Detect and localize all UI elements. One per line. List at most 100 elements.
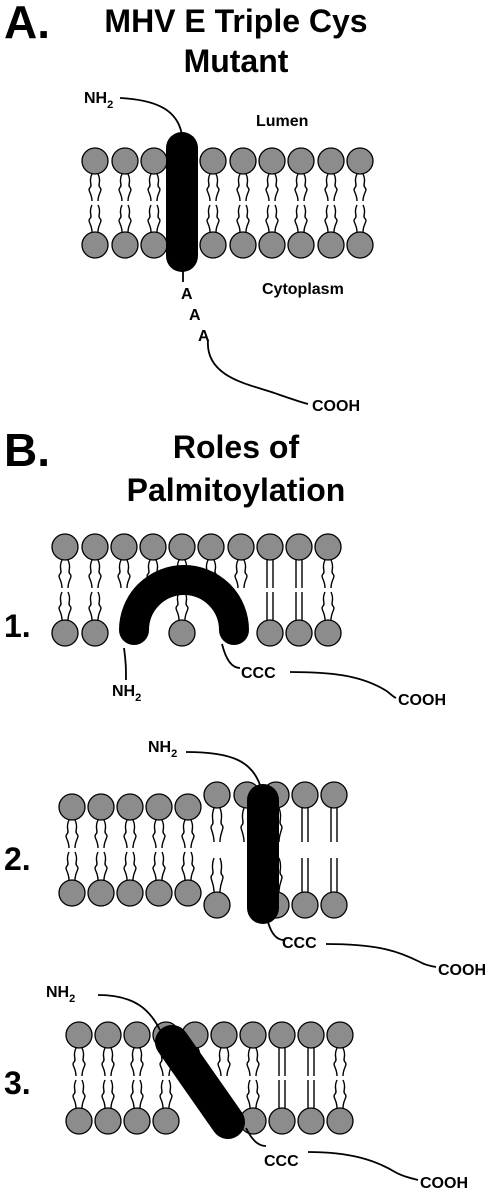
panel-a-title-line2: Mutant xyxy=(184,43,289,79)
b2-number: 2. xyxy=(4,841,31,877)
lipid-top-tails xyxy=(307,1048,315,1076)
lipid-top-tails xyxy=(353,173,367,202)
lipid-top-tails xyxy=(236,173,250,202)
b1-cterm-tail xyxy=(289,671,397,699)
lipid-bottom-head xyxy=(320,891,348,919)
lipid-bottom-tails xyxy=(210,857,224,893)
lipid-bottom-tails xyxy=(159,1079,173,1109)
lipid-bottom-head xyxy=(326,1107,354,1135)
b2-cterm-tail xyxy=(325,943,437,968)
lipid-top-tails xyxy=(65,819,79,849)
lipid-bottom-tails xyxy=(206,204,220,233)
b1-bilayer xyxy=(51,533,342,647)
lipid-bottom-head xyxy=(81,619,109,647)
lipid-top-head xyxy=(256,533,284,561)
lipid-bottom-head xyxy=(81,231,109,259)
panel-a-lumen-label: Lumen xyxy=(256,113,308,130)
lipid-top-head xyxy=(268,1021,296,1049)
b1-link xyxy=(221,643,241,669)
lipid-bottom-tails xyxy=(294,204,308,233)
b3-nh2-label: NH2 xyxy=(46,984,75,1005)
b2-nterm-tail xyxy=(185,751,263,793)
lipid-bottom-tails xyxy=(266,592,274,620)
lipid-bottom-tails xyxy=(94,851,108,881)
b1-protein xyxy=(119,565,397,699)
lipid-bottom-head xyxy=(203,891,231,919)
lipid-top-tails xyxy=(181,819,195,849)
lipid-top-head xyxy=(94,1021,122,1049)
lipid-top-head xyxy=(297,1021,325,1049)
panel-a-cooh-label: COOH xyxy=(312,398,360,415)
lipid-top-head xyxy=(111,147,139,175)
lipid-bottom-tails xyxy=(324,204,338,233)
lipid-top-tails xyxy=(118,173,132,202)
b2-cooh-label: COOH xyxy=(438,962,486,979)
lipid-bottom-head xyxy=(111,231,139,259)
b1-ccc-label: CCC xyxy=(241,665,276,682)
lipid-bottom-tails xyxy=(278,1080,286,1108)
lipid-bottom-tails xyxy=(307,1080,315,1108)
lipid-top-tails xyxy=(266,560,274,588)
b1-cooh-label: COOH xyxy=(398,692,446,709)
lipid-top-tails xyxy=(117,559,131,589)
lipid-top-tails xyxy=(210,807,224,843)
lipid-top-tails xyxy=(295,560,303,588)
lipid-top-head xyxy=(320,781,348,809)
lipid-top-tails xyxy=(234,559,248,589)
b1-arch-helix xyxy=(119,565,249,645)
lipid-top-tails xyxy=(206,173,220,202)
lipid-top-head xyxy=(87,793,115,821)
lipid-bottom-tails xyxy=(301,858,309,892)
lipid-bottom-tails xyxy=(147,204,161,233)
lipid-bottom-tails xyxy=(152,851,166,881)
lipid-bottom-tails xyxy=(130,1079,144,1109)
lipid-bottom-tails xyxy=(118,204,132,233)
panel-a-cterm-tail xyxy=(207,339,309,405)
lipid-bottom-tails xyxy=(123,851,137,881)
lipid-top-head xyxy=(229,147,257,175)
lipid-top-head xyxy=(139,533,167,561)
lipid-bottom-tails xyxy=(58,591,72,621)
lipid-bottom-head xyxy=(199,231,227,259)
lipid-top-head xyxy=(51,533,79,561)
b2-link xyxy=(267,921,285,941)
lipid-top-head xyxy=(81,533,109,561)
lipid-top-tails xyxy=(301,808,309,842)
lipid-bottom-head xyxy=(291,891,319,919)
panel-b-title-line2: Palmitoylation xyxy=(127,472,346,508)
lipid-bottom-head xyxy=(285,619,313,647)
lipid-bottom-head xyxy=(317,231,345,259)
b1-number: 1. xyxy=(4,608,31,644)
lipid-bottom-head xyxy=(123,1107,151,1135)
lipid-top-tails xyxy=(152,819,166,849)
lipid-bottom-head xyxy=(314,619,342,647)
lipid-bottom-head xyxy=(287,231,315,259)
lipid-bottom-head xyxy=(297,1107,325,1135)
lipid-top-head xyxy=(258,147,286,175)
lipid-bottom-tails xyxy=(175,591,189,621)
lipid-bottom-head xyxy=(346,231,374,259)
lipid-top-tails xyxy=(330,808,338,842)
b2-ccc-label: CCC xyxy=(282,935,317,952)
lipid-top-head xyxy=(174,793,202,821)
lipid-top-head xyxy=(81,147,109,175)
lipid-top-tails xyxy=(72,1047,86,1077)
panel-a-nh2-label: NH2 xyxy=(84,90,113,111)
lipid-top-tails xyxy=(294,173,308,202)
lipid-top-tails xyxy=(278,1048,286,1076)
lipid-top-head xyxy=(116,793,144,821)
lipid-bottom-head xyxy=(65,1107,93,1135)
lipid-top-tails xyxy=(101,1047,115,1077)
panel-b-title-line1: Roles of xyxy=(173,429,300,465)
lipid-bottom-tails xyxy=(330,858,338,892)
lipid-top-head xyxy=(239,1021,267,1049)
lipid-top-head xyxy=(168,533,196,561)
panel-a-residue-1: A xyxy=(181,286,193,303)
b1-nh2-label: NH2 xyxy=(112,683,141,704)
lipid-bottom-tails xyxy=(321,591,335,621)
lipid-bottom-tails xyxy=(333,1079,347,1109)
lipid-bottom-head xyxy=(229,231,257,259)
lipid-top-head xyxy=(197,533,225,561)
lipid-top-head xyxy=(317,147,345,175)
lipid-top-head xyxy=(110,533,138,561)
